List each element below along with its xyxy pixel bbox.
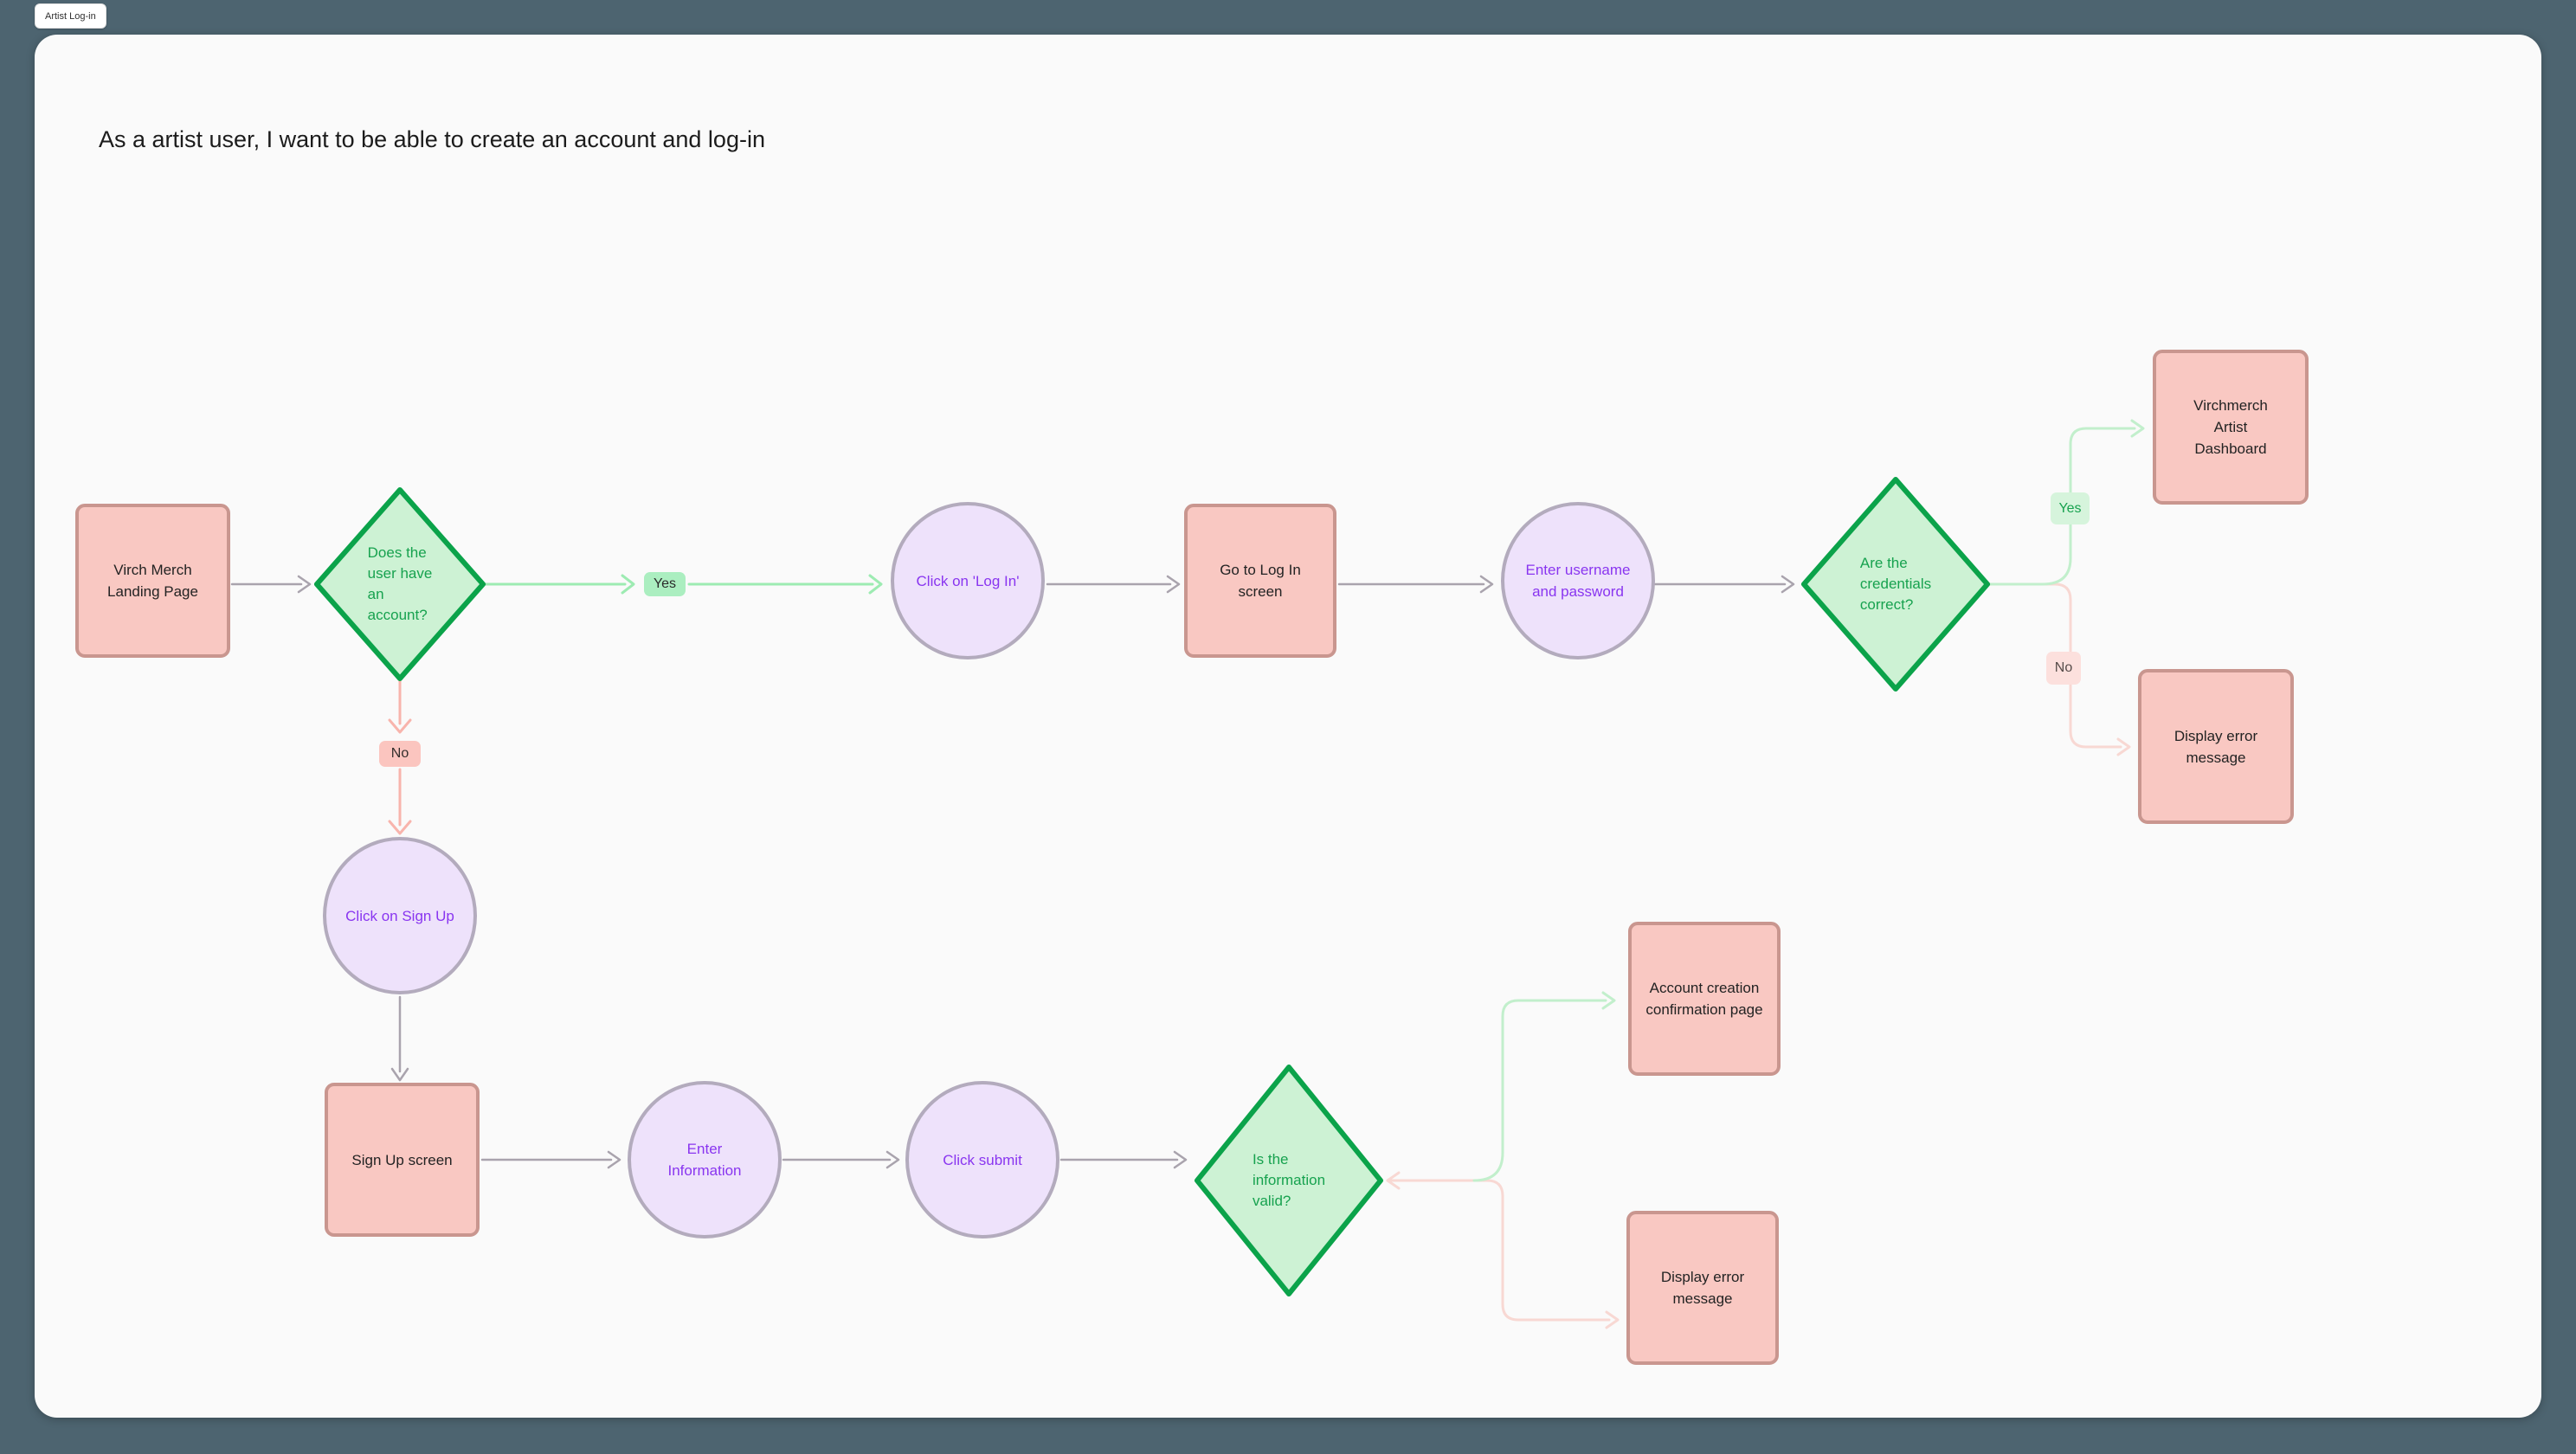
connector-click-submit-to-info-valid[interactable] [1059, 1150, 1188, 1169]
node-signup-screen-label: Sign Up screen [351, 1151, 453, 1168]
node-enter-credentials[interactable]: Enter username and password [1501, 502, 1655, 659]
node-credentials-decision[interactable]: Are the credentials correct? [1798, 473, 1993, 695]
edge-label-text: No [390, 746, 409, 761]
node-signup-screen[interactable]: Sign Up screen [325, 1083, 480, 1237]
node-account-confirmation-label: Account creation confirmation page [1645, 980, 1763, 1018]
connector-click-signup-to-signup-screen[interactable] [390, 995, 409, 1082]
node-login-screen-label: Go to Log In screen [1220, 562, 1301, 600]
connector-info-invalid[interactable] [1386, 1171, 1620, 1329]
node-login-error[interactable]: Display error message [2138, 669, 2294, 824]
story-title: As a artist user, I want to be able to c… [99, 126, 765, 152]
edge-label-text: Yes [2058, 500, 2082, 516]
connector-landing-to-has-account[interactable] [230, 575, 312, 594]
node-account-confirmation[interactable]: Account creation confirmation page [1628, 922, 1781, 1076]
connector-has-account-yes[interactable] [480, 574, 883, 595]
node-click-submit-label: Click submit [943, 1151, 1022, 1168]
node-signup-error[interactable]: Display error message [1626, 1211, 1779, 1365]
edge-label-text: Yes [653, 576, 677, 591]
node-landing-page-label: Virch Merch Landing Page [107, 562, 198, 600]
node-signup-error-label: Display error message [1660, 1269, 1745, 1307]
edge-label-yes-has-account[interactable]: Yes [644, 572, 686, 596]
node-artist-dashboard-label: Virchmerch Artist Dashboard [2193, 397, 2268, 457]
page-tab[interactable]: Artist Log-in [35, 3, 106, 29]
diamond-shape [1195, 1065, 1383, 1296]
edge-label-no-credentials[interactable]: No [2046, 652, 2081, 685]
node-login-screen[interactable]: Go to Log In screen [1184, 504, 1336, 658]
node-enter-credentials-label: Enter username and password [1525, 562, 1631, 600]
node-click-signup[interactable]: Click on Sign Up [323, 837, 477, 994]
connector-enter-credentials-to-credentials-correct[interactable] [1653, 575, 1795, 594]
node-has-account-decision[interactable]: Does the user have an account? [312, 485, 488, 684]
node-info-valid-decision[interactable]: Is the information valid? [1191, 1061, 1387, 1300]
connector-enter-information-to-click-submit[interactable] [782, 1150, 900, 1169]
node-landing-page[interactable]: Virch Merch Landing Page [75, 504, 230, 658]
connector-login-screen-to-enter-credentials[interactable] [1337, 575, 1494, 594]
connector-signup-screen-to-enter-information[interactable] [480, 1150, 621, 1169]
node-has-account-label: Does the user have an account? [367, 544, 433, 623]
node-click-submit[interactable]: Click submit [905, 1081, 1059, 1238]
connector-has-account-no[interactable] [388, 672, 412, 835]
node-click-login[interactable]: Click on 'Log In' [891, 502, 1045, 659]
diamond-shape [314, 487, 486, 681]
node-login-error-label: Display error message [2174, 727, 2258, 766]
edge-label-text: No [2054, 660, 2073, 675]
node-click-signup-label: Click on Sign Up [345, 907, 454, 924]
edge-label-no-has-account[interactable]: No [379, 741, 421, 767]
node-enter-information-label: Enter Information [667, 1141, 742, 1179]
edge-label-yes-credentials[interactable]: Yes [2051, 492, 2090, 524]
diamond-shape [1801, 477, 1990, 692]
node-enter-information[interactable]: Enter Information [628, 1081, 782, 1238]
node-artist-dashboard[interactable]: Virchmerch Artist Dashboard [2153, 350, 2309, 505]
connector-info-valid-yes[interactable] [1472, 991, 1616, 1182]
node-click-login-label: Click on 'Log In' [916, 572, 1020, 589]
node-info-valid-label: Is the information valid? [1252, 1151, 1326, 1209]
node-credentials-label: Are the credentials correct? [1859, 555, 1932, 613]
page-tab-label: Artist Log-in [45, 10, 96, 22]
connector-click-login-to-login-screen[interactable] [1046, 575, 1181, 594]
